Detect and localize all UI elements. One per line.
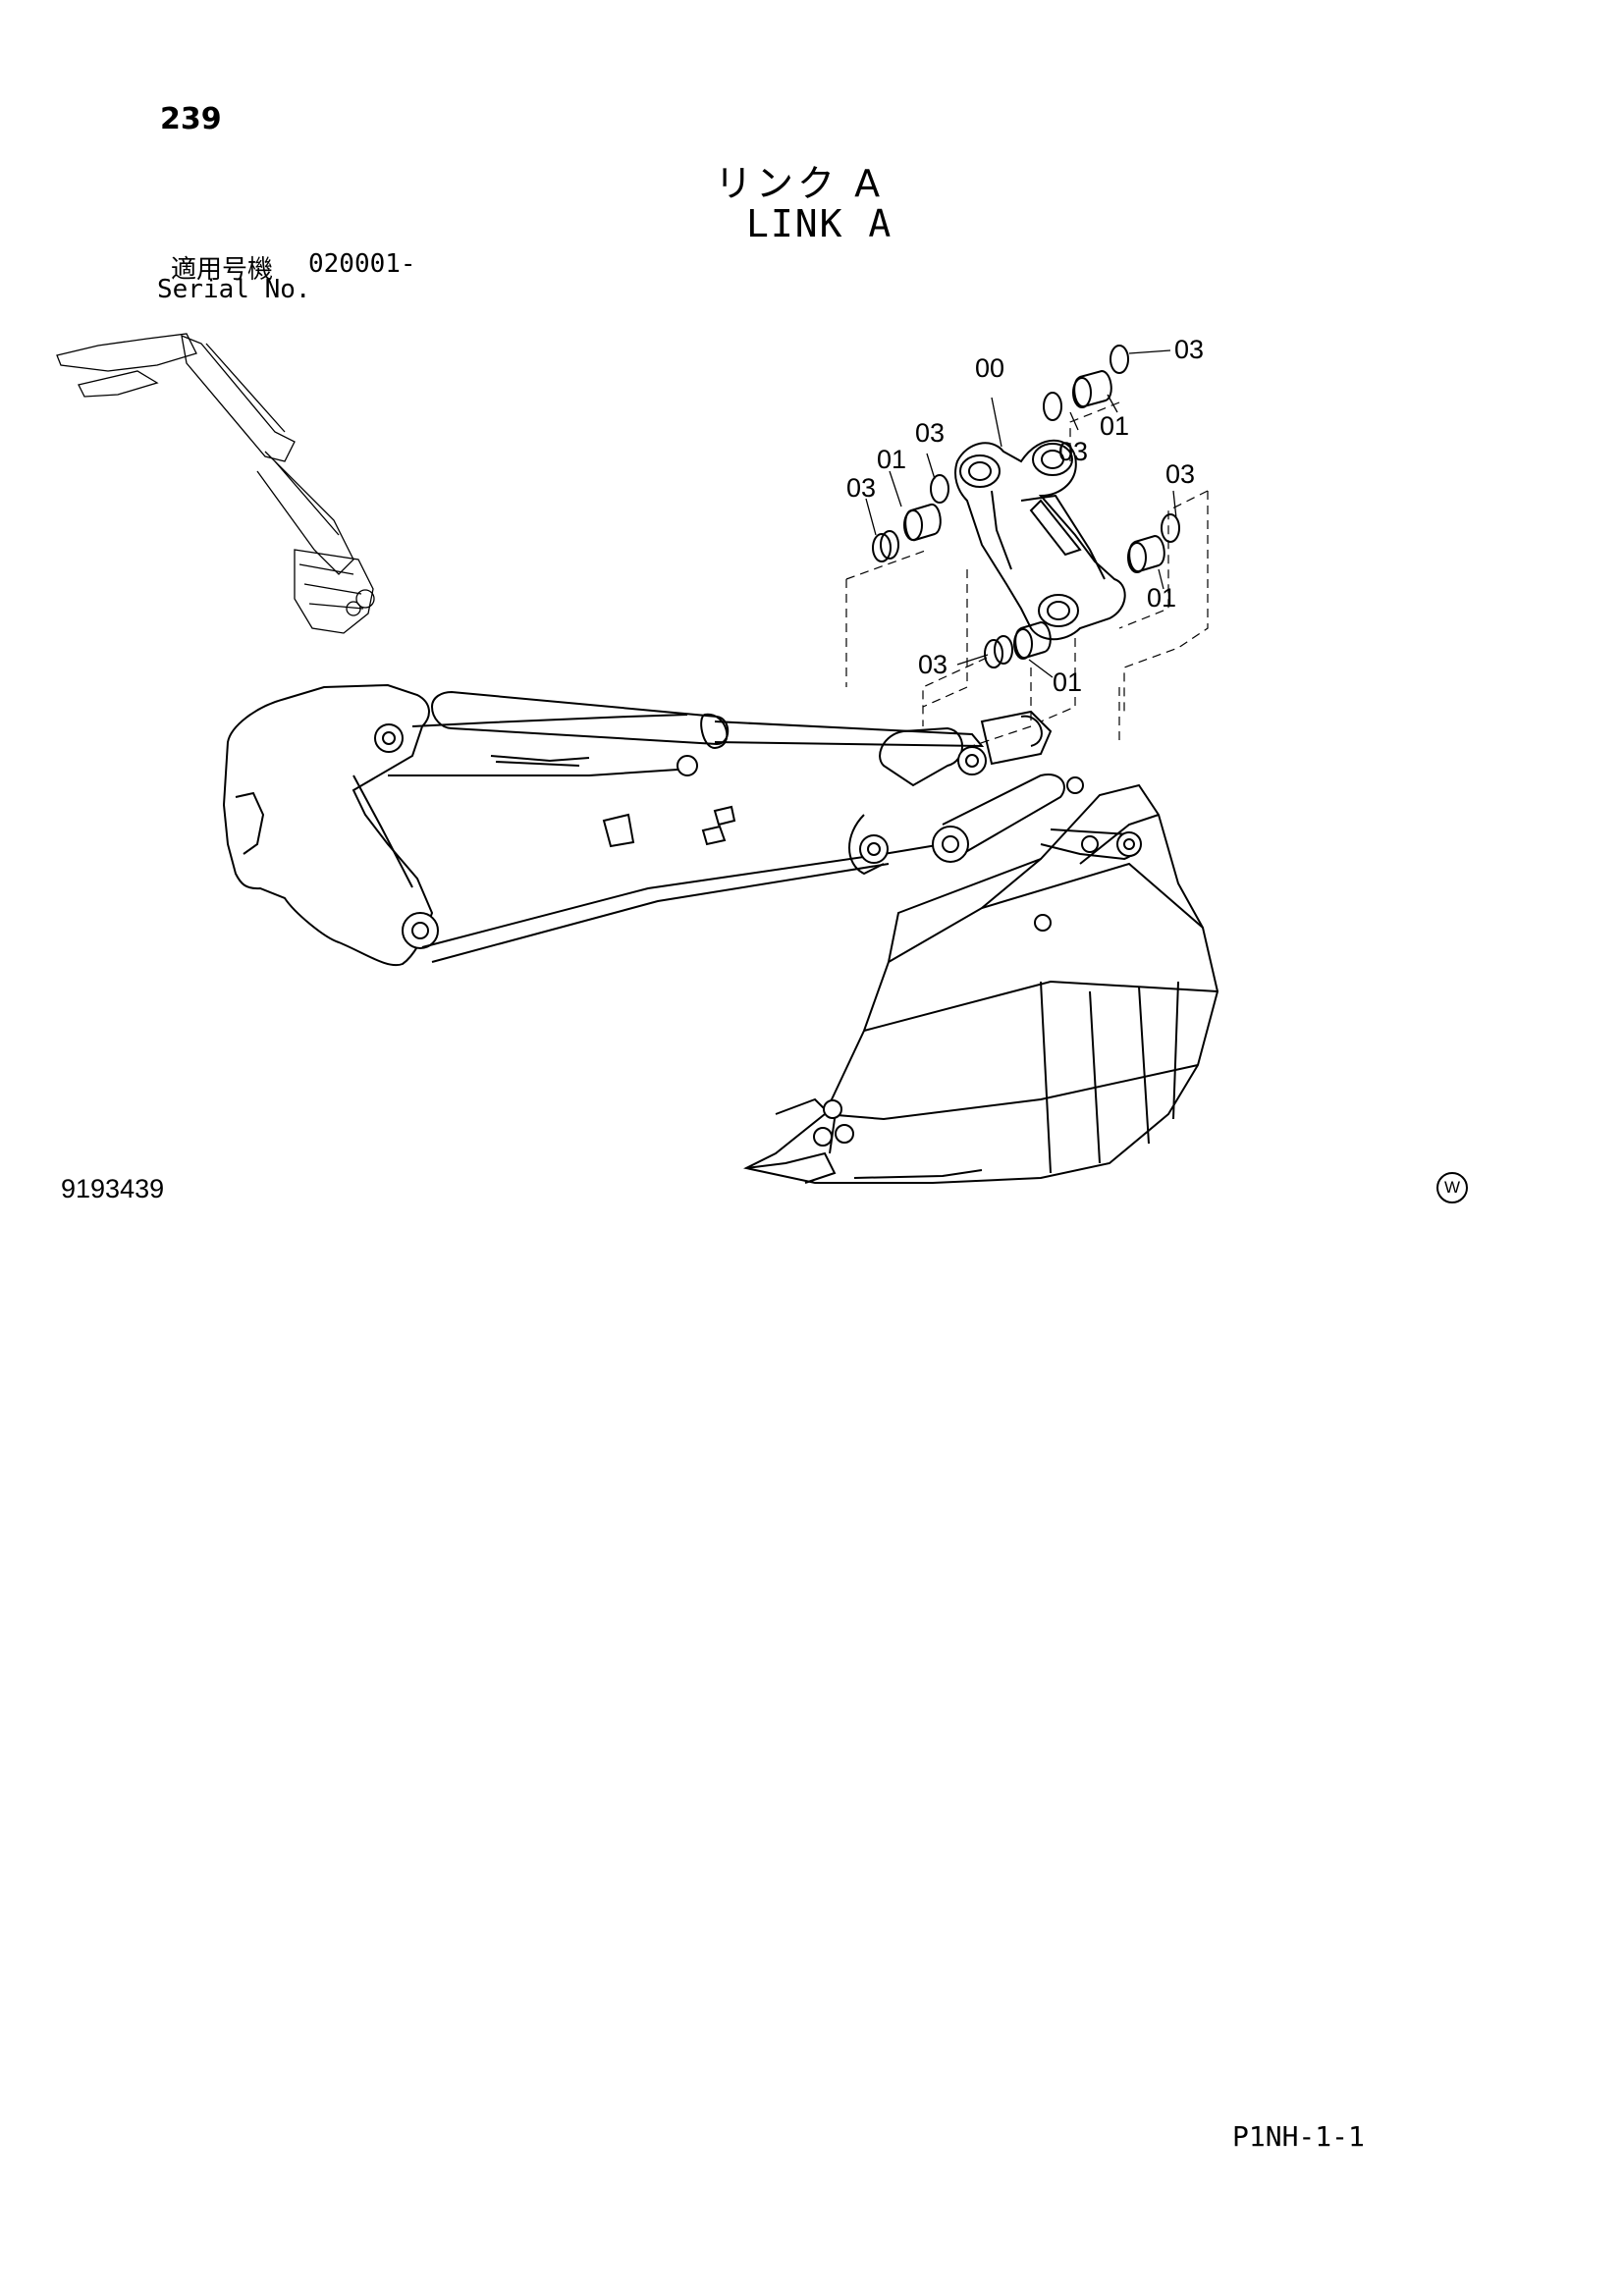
main-assembly-illustration [222,683,1219,1184]
callout-03-right: 03 [1165,459,1195,489]
figure-number: 9193439 [61,1174,165,1203]
serial-label-english: Serial No. [157,275,311,304]
callout-03-left: 03 [846,473,876,503]
callout-03-upper-mid: 03 [1058,437,1088,466]
callout-03-left-upper: 03 [915,418,945,448]
callout-01-top-right: 01 [1100,411,1129,441]
callout-01-left: 01 [877,445,906,474]
serial-range: 020001- [308,249,416,279]
callout-03-lower: 03 [918,650,947,679]
w-mark-icon: W [1436,1172,1468,1203]
callout-03-top-right: 03 [1174,335,1204,364]
title-japanese: リンク A [715,162,885,205]
callout-01-right: 01 [1147,583,1176,613]
page-code: P1NH-1-1 [1232,2120,1365,2153]
callout-00: 00 [975,353,1004,383]
title-english: LINK A [746,202,893,245]
callout-01-lower: 01 [1053,667,1082,697]
parts-diagram: 00 03 01 03 03 01 03 03 01 03 01 [56,333,1219,1184]
link-a-exploded-view: 00 03 01 03 03 01 03 03 01 03 01 [845,335,1209,747]
overview-arm-illustration [56,333,375,634]
page-number: 239 [160,102,222,136]
serial-label-japanese: 適用号機 [171,255,274,285]
